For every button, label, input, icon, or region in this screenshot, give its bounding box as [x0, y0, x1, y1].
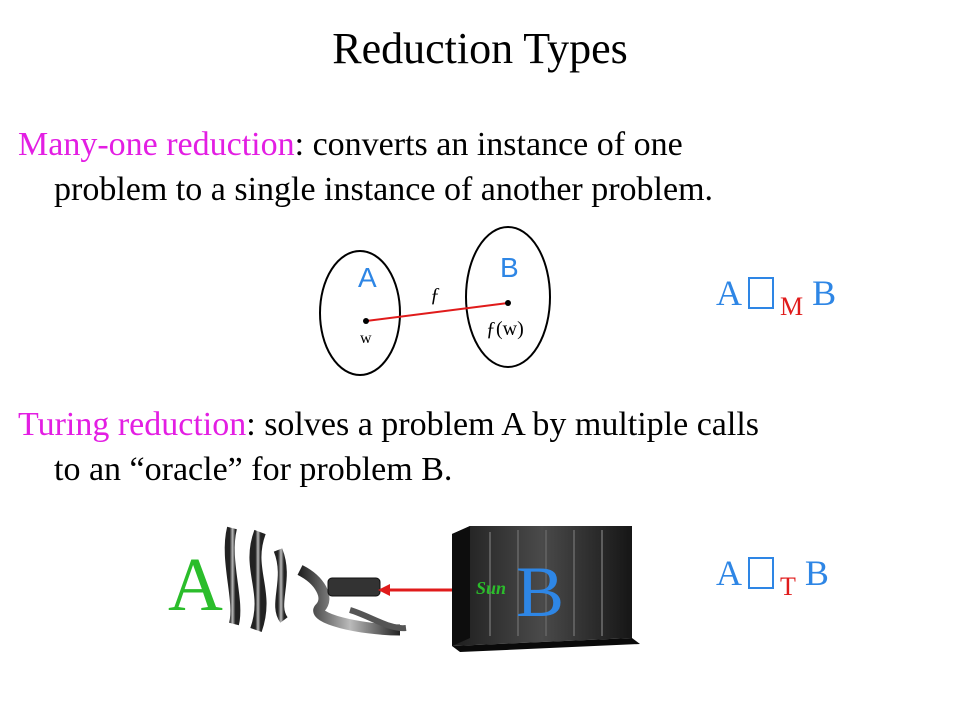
- notation-t-left: A: [716, 553, 742, 593]
- letter-a: A: [168, 543, 223, 627]
- set-a-ellipse: [319, 250, 401, 376]
- reduction-symbol-icon: [748, 557, 774, 589]
- letter-b: B: [516, 552, 564, 632]
- point-w-label: w: [360, 330, 372, 347]
- turing-paragraph: Turing reduction: solves a problem A by …: [18, 402, 948, 492]
- point-fw: [505, 300, 511, 306]
- many-one-text-line2: problem to a single instance of another …: [54, 171, 714, 208]
- point-fw-label: ƒ(w): [486, 318, 524, 340]
- notation-m-right: B: [812, 273, 837, 313]
- notation-m-subscript: M: [780, 292, 804, 321]
- page-title: Reduction Types: [332, 24, 628, 73]
- container-logo: Sun: [476, 578, 506, 598]
- oracle-illustration: A Sun B: [168, 526, 640, 652]
- reduction-symbol-icon: [748, 277, 774, 309]
- mapping-arrow: [365, 302, 509, 322]
- oracle-container: Sun: [452, 526, 640, 652]
- turing-term: Turing reduction: [18, 406, 247, 443]
- set-mapping-diagram: A B ƒ w ƒ(w): [319, 226, 551, 376]
- cable-squiggle-icon: [224, 526, 407, 636]
- notation-t-subscript: T: [780, 572, 796, 601]
- many-one-term: Many-one reduction: [18, 126, 295, 163]
- set-b-label: B: [500, 252, 519, 283]
- connector-plug: [327, 577, 381, 597]
- many-one-text-line1: : converts an instance of one: [294, 126, 683, 163]
- notation-m-left: A: [716, 273, 742, 313]
- set-b-ellipse: [465, 226, 551, 368]
- notation-t-right: B: [804, 553, 829, 593]
- turing-text-line2: to an “oracle” for problem B.: [54, 451, 453, 488]
- turing-text-line1: : solves a problem A by multiple calls: [246, 406, 760, 443]
- point-w: [363, 318, 369, 324]
- many-one-paragraph: Many-one reduction: converts an instance…: [18, 122, 948, 212]
- function-label: ƒ: [430, 284, 440, 306]
- set-a-label: A: [358, 262, 377, 293]
